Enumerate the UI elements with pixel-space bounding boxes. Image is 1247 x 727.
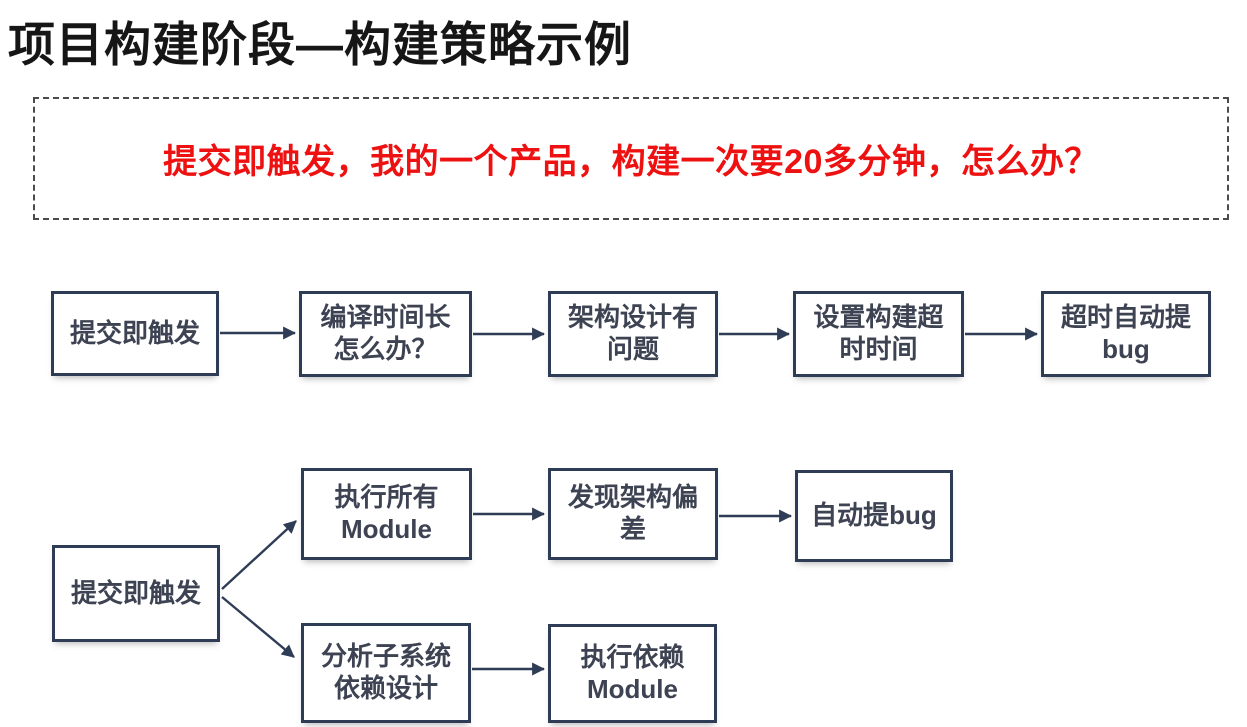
node-analyze-subsystem-deps: 分析子系统 依赖设计 bbox=[301, 623, 471, 723]
node-arch-design-issue: 架构设计有 问题 bbox=[548, 291, 718, 377]
node-long-compile-time: 编译时间长 怎么办？ bbox=[299, 291, 472, 377]
node-set-build-timeout: 设置构建超 时时间 bbox=[793, 291, 964, 377]
node-timeout-auto-file-bug: 超时自动提 bug bbox=[1041, 291, 1211, 377]
arrow-branch-up bbox=[221, 520, 297, 590]
node-arch-deviation-found: 发现架构偏 差 bbox=[548, 468, 718, 560]
question-text: 提交即触发，我的一个产品，构建一次要20多分钟，怎么办？ bbox=[163, 143, 1099, 181]
node-auto-file-bug: 自动提bug bbox=[795, 470, 953, 562]
node-run-dependent-modules: 执行依赖 Module bbox=[548, 624, 717, 723]
node-run-all-modules: 执行所有 Module bbox=[301, 468, 472, 560]
question-box: 提交即触发，我的一个产品，构建一次要20多分钟，怎么办？ bbox=[33, 97, 1229, 220]
page-title: 项目构建阶段—构建策略示例 bbox=[8, 18, 632, 71]
node-trigger-on-commit-2: 提交即触发 bbox=[52, 545, 220, 642]
arrow-branch-down bbox=[221, 596, 295, 658]
node-trigger-on-commit: 提交即触发 bbox=[51, 291, 219, 376]
